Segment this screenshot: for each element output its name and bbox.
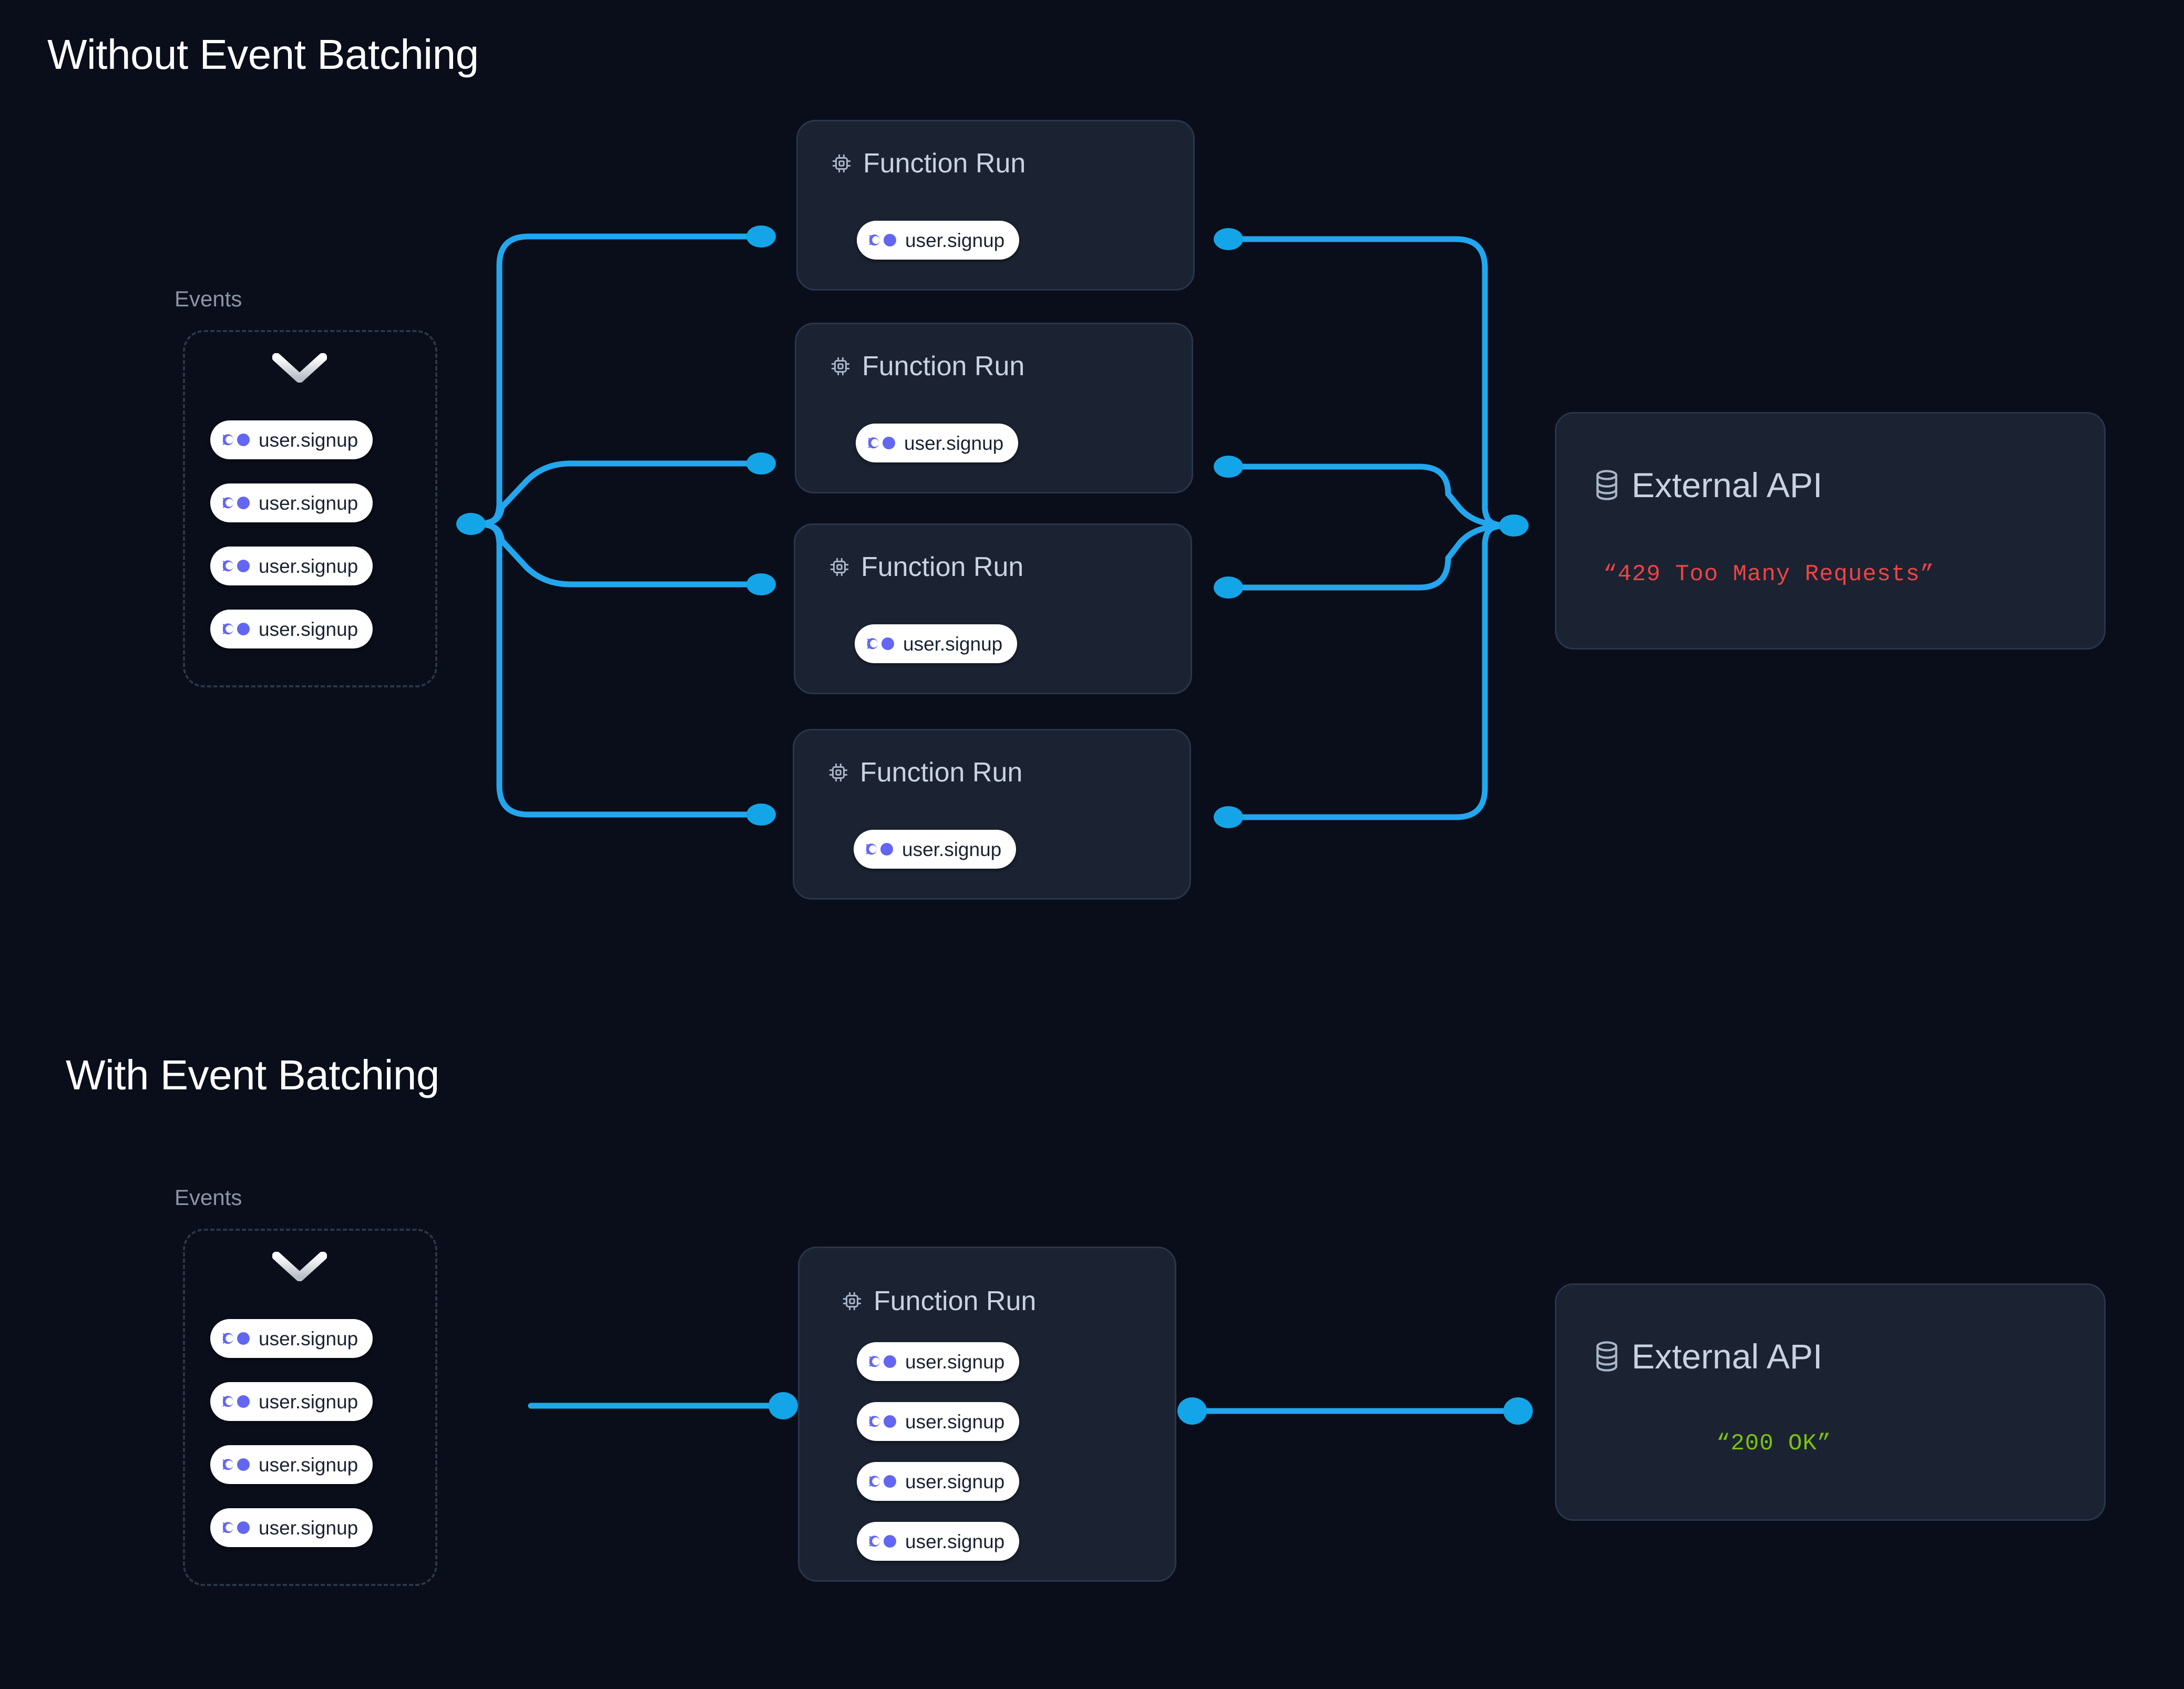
event-pill-label: user.signup [904, 432, 1004, 454]
event-pill-label: user.signup [902, 838, 1002, 860]
event-motion-icon [223, 560, 250, 572]
event-pill-label: user.signup [259, 492, 358, 514]
event-pill[interactable]: user.signup [857, 1402, 1020, 1441]
function-run-header: Function Run [830, 150, 1026, 177]
connector-node [1214, 806, 1243, 828]
event-pill-label: user.signup [905, 1530, 1005, 1552]
event-pill[interactable]: user.signup [856, 424, 1019, 462]
connector-node [746, 804, 776, 826]
connector-node [1214, 576, 1243, 599]
event-pill-label: user.signup [905, 1470, 1005, 1492]
connector-node [456, 513, 486, 535]
connector-node [1177, 1397, 1207, 1425]
event-pill-label: user.signup [259, 1517, 358, 1539]
event-pill[interactable]: user.signup [857, 221, 1020, 260]
function-run-title: Function Run [874, 1286, 1037, 1316]
function-run-title: Function Run [860, 757, 1023, 788]
events-caption-bottom: Events [175, 1185, 242, 1210]
function-run-title: Function Run [862, 351, 1025, 382]
function-run-card[interactable] [795, 323, 1193, 493]
cpu-chip-icon [829, 763, 848, 782]
event-pill-label: user.signup [259, 618, 358, 640]
chevron-down-icon [272, 353, 327, 383]
connector-node [746, 225, 776, 248]
function-run-header: Function Run [828, 553, 1023, 581]
event-pill-label: user.signup [259, 429, 358, 451]
database-icon [1596, 1341, 1617, 1372]
external-api-title: External API [1632, 1337, 1823, 1376]
event-pill[interactable]: user.signup [855, 624, 1018, 663]
event-pill[interactable]: user.signup [210, 1382, 373, 1421]
event-motion-icon [223, 1521, 250, 1534]
event-motion-icon [223, 1395, 250, 1408]
event-pill[interactable]: user.signup [857, 1342, 1020, 1381]
event-pill[interactable]: user.signup [210, 483, 373, 522]
status-badge-success: “200 OK” [1716, 1430, 1832, 1457]
function-run-card[interactable] [796, 120, 1195, 291]
function-run-header: Function Run [827, 759, 1022, 786]
event-motion-icon [869, 1415, 896, 1428]
connector-node [1214, 456, 1243, 478]
event-pill-label: user.signup [259, 555, 358, 577]
cpu-chip-icon [830, 558, 849, 576]
event-motion-icon [869, 1355, 896, 1368]
event-pill[interactable]: user.signup [854, 830, 1017, 869]
status-badge-error: “429 Too Many Requests” [1603, 561, 1935, 588]
connector-node [1499, 514, 1529, 537]
events-container-bottom [183, 1229, 437, 1586]
event-pill[interactable]: user.signup [210, 610, 373, 648]
event-pill[interactable]: user.signup [210, 1445, 373, 1484]
function-run-title: Function Run [863, 148, 1026, 179]
connector-node [768, 1392, 798, 1419]
chevron-down-icon [272, 1252, 327, 1281]
event-motion-icon [866, 843, 893, 856]
database-icon [1596, 470, 1617, 500]
event-motion-icon [869, 234, 896, 246]
event-motion-icon [869, 1475, 896, 1488]
event-pill-label: user.signup [903, 633, 1003, 655]
event-pill-label: user.signup [905, 229, 1005, 251]
function-run-card[interactable] [794, 523, 1192, 694]
event-pill-label: user.signup [905, 1351, 1005, 1373]
connector-node [746, 573, 776, 595]
event-pill[interactable]: user.signup [210, 1319, 373, 1358]
external-api-card[interactable] [1555, 1283, 2106, 1521]
event-pill-label: user.signup [905, 1410, 1005, 1433]
external-api-card[interactable] [1555, 412, 2106, 650]
connector-node [746, 452, 776, 475]
event-pill-label: user.signup [259, 1391, 358, 1413]
connector-node [1214, 228, 1243, 250]
external-api-header: External API [1593, 1339, 1822, 1374]
event-motion-icon [223, 497, 250, 509]
event-motion-icon [223, 623, 250, 635]
event-motion-icon [867, 637, 894, 650]
external-api-header: External API [1593, 468, 1822, 502]
section-title-with-batching: With Event Batching [66, 1052, 439, 1098]
events-container-top [183, 330, 437, 687]
events-caption-top: Events [175, 286, 242, 311]
external-api-title: External API [1632, 466, 1823, 504]
event-pill[interactable]: user.signup [857, 1462, 1020, 1501]
event-motion-icon [869, 1535, 896, 1548]
event-pill-label: user.signup [259, 1327, 358, 1350]
event-motion-icon [223, 1332, 250, 1345]
event-motion-icon [223, 1458, 250, 1471]
cpu-chip-icon [843, 1292, 862, 1311]
function-run-header: Function Run [841, 1288, 1036, 1315]
event-pill[interactable]: user.signup [210, 547, 373, 585]
section-title-without-batching: Without Event Batching [47, 31, 479, 78]
event-pill-label: user.signup [259, 1454, 358, 1476]
cpu-chip-icon [832, 154, 851, 173]
cpu-chip-icon [831, 357, 850, 376]
event-pill[interactable]: user.signup [210, 420, 373, 459]
function-run-card[interactable] [793, 729, 1191, 900]
connector-node [1503, 1397, 1533, 1425]
event-motion-icon [223, 434, 250, 446]
function-run-header: Function Run [829, 353, 1024, 380]
event-motion-icon [868, 437, 895, 449]
event-pill[interactable]: user.signup [857, 1522, 1020, 1561]
function-run-title: Function Run [861, 552, 1024, 582]
event-pill[interactable]: user.signup [210, 1508, 373, 1547]
